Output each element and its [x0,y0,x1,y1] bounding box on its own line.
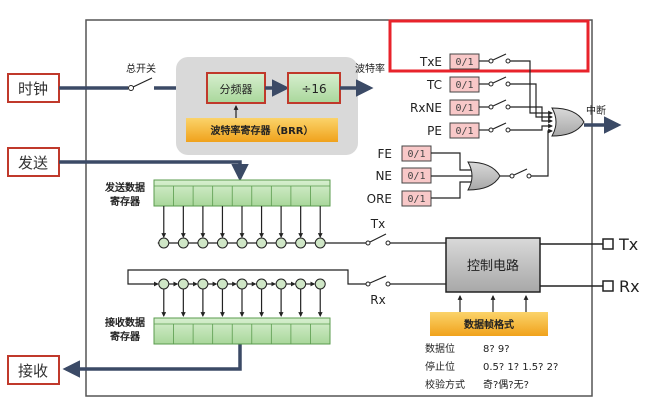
interrupt-row-pe: PE 0/1 [427,122,511,139]
receive-bit-node [314,278,326,290]
send-bit-node [197,237,209,249]
svg-text:0/1: 0/1 [407,194,425,205]
brr-box [186,118,338,142]
tx-pin [602,238,614,250]
receive-shift-chain [127,269,366,317]
error-or-gate [467,161,501,191]
div16-label: ÷16 [301,82,326,96]
send-register-label-1: 发送数据 [104,181,145,194]
master-switch-label: 总开关 [126,62,156,75]
send-input: 发送 [7,147,60,177]
frame-params: 数据位 8? 9? 停止位 0.5? 1? 1.5? 2? 校验方式 奇?偶?无… [425,342,558,391]
frame-format-label: 数据帧格式 [464,318,514,331]
brr-label: 波特率寄存器（BRR） [210,124,313,137]
receive-bit-node [197,278,209,290]
tx-pin-label: Tx [618,235,638,254]
receive-register-label-2: 寄存器 [110,330,141,343]
svg-text:0/1: 0/1 [407,171,425,182]
svg-text:TC: TC [426,78,442,92]
receive-bit-node [158,278,170,290]
receive-bit-node [275,278,287,290]
rx-switch [365,275,391,287]
svg-text:TxE: TxE [419,55,442,69]
control-circuit [445,237,541,293]
master-switch [128,77,176,91]
tx-switch [365,233,391,246]
receive-bit-node [256,278,268,290]
receive-bit-node [177,278,189,290]
clock-label: 时钟 [18,80,48,98]
divider-label: 分频器 [220,82,253,96]
control-label: 控制电路 [467,258,519,274]
receive-output: 接收 [7,355,60,385]
send-shift-chain [157,206,366,249]
svg-text:RxNE: RxNE [410,101,442,115]
baud-signal-label: 波特率 [355,62,385,75]
svg-text:校验方式: 校验方式 [425,378,465,391]
svg-text:0/1: 0/1 [455,80,473,91]
svg-text:8? 9?: 8? 9? [483,344,510,355]
svg-text:PE: PE [427,124,442,138]
rx-pin-label: Rx [619,277,640,296]
svg-text:0.5? 1? 1.5? 2?: 0.5? 1? 1.5? 2? [483,362,558,373]
error-row-ore: ORE 0/1 [367,190,432,207]
error-row-fe: FE 0/1 [378,145,432,162]
interrupt-or-gate [551,107,585,137]
rx-pin [602,280,614,292]
send-bit-node [275,237,287,249]
frame-format-box [430,312,548,336]
error-row-ne: NE 0/1 [375,167,432,184]
interrupt-row-rxne: RxNE 0/1 [410,99,511,116]
receive-bit-node [216,278,228,290]
interrupt-sources: TxE 0/1 TC 0/1 RxNE 0/1 PE [410,53,511,139]
receive-label: 接收 [18,362,48,380]
send-bit-node [216,237,228,249]
receive-register [153,317,331,345]
send-register-label-2: 寄存器 [110,195,141,208]
txe-highlight [388,19,590,73]
receive-bit-node [295,278,307,290]
svg-text:停止位: 停止位 [425,360,455,373]
svg-text:FE: FE [378,147,392,161]
svg-text:0/1: 0/1 [455,103,473,114]
svg-text:NE: NE [375,169,392,183]
send-register [153,179,331,207]
send-bit-node [314,237,326,249]
receive-bit-node [236,278,248,290]
svg-text:0/1: 0/1 [407,149,425,160]
send-bit-node [177,237,189,249]
svg-text:奇?偶?无?: 奇?偶?无? [483,378,529,391]
send-bit-node [295,237,307,249]
tx-switch-label: Tx [370,217,385,231]
rx-switch-label: Rx [370,293,385,307]
svg-text:ORE: ORE [367,192,392,206]
svg-text:数据位: 数据位 [425,342,455,355]
send-label: 发送 [18,154,48,172]
error-sources: FE 0/1 NE 0/1 ORE 0/1 [367,145,432,207]
send-bit-node [158,237,170,249]
clock-input: 时钟 [7,73,60,103]
interrupt-row-tc: TC 0/1 [426,76,511,93]
receive-register-label-1: 接收数据 [105,316,145,329]
send-bit-node [256,237,268,249]
div16-box [287,72,341,104]
svg-text:0/1: 0/1 [455,57,473,68]
svg-text:0/1: 0/1 [455,126,473,137]
interrupt-row-txe: TxE 0/1 [419,53,511,70]
send-bit-node [236,237,248,249]
interrupt-label: 中断 [586,104,606,117]
usart-frame [85,19,593,397]
